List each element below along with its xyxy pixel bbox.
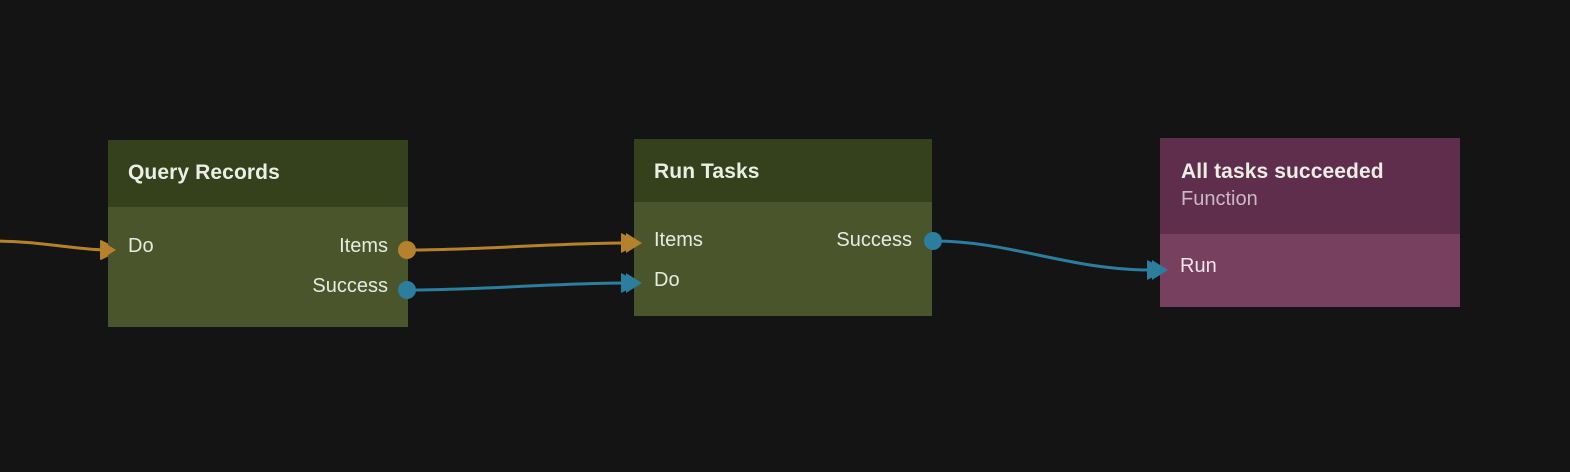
port-marker-run-tasks-items[interactable]	[626, 233, 642, 253]
exec-output-dot-icon	[398, 281, 416, 299]
wire-items-to-items[interactable]	[405, 241, 625, 252]
port-row-input-do[interactable]: Do	[128, 234, 154, 258]
wire-success-to-do[interactable]	[405, 281, 625, 292]
exec-input-arrow-icon	[100, 240, 116, 260]
node-all-tasks-succeeded[interactable]: All tasks succeeded Function Run	[1160, 138, 1460, 307]
node-title: Query Records	[128, 161, 280, 184]
port-marker-query-records-success[interactable]	[398, 281, 416, 299]
port-marker-all-tasks-succeeded-run[interactable]	[1152, 260, 1168, 280]
node-run-tasks[interactable]: Run Tasks Items Do Success	[634, 139, 932, 316]
data-output-dot-icon	[398, 241, 416, 259]
node-title: Run Tasks	[654, 160, 760, 183]
node-title: All tasks succeeded	[1181, 160, 1384, 183]
port-marker-query-records-do[interactable]	[100, 240, 116, 260]
port-row-input-items[interactable]: Items	[654, 228, 703, 252]
port-marker-run-tasks-do[interactable]	[626, 273, 642, 293]
node-header: All tasks succeeded Function	[1160, 138, 1460, 234]
exec-input-arrow-icon	[626, 273, 642, 293]
port-row-input-run[interactable]: Run	[1180, 254, 1217, 278]
port-label: Do	[128, 235, 154, 257]
node-header: Query Records	[108, 140, 408, 207]
port-label: Success	[312, 275, 388, 297]
node-body: Run	[1160, 234, 1460, 307]
exec-input-arrow-icon	[1152, 260, 1168, 280]
data-input-arrow-icon	[626, 233, 642, 253]
port-label: Items	[654, 229, 703, 251]
wire-incoming-do[interactable]	[0, 239, 105, 252]
port-label: Items	[339, 235, 388, 257]
port-row-output-success[interactable]: Success	[836, 228, 912, 252]
node-subtitle: Function	[1181, 188, 1258, 210]
port-marker-query-records-items[interactable]	[398, 241, 416, 259]
port-row-output-items[interactable]: Items	[339, 234, 388, 258]
port-row-input-do[interactable]: Do	[654, 268, 680, 292]
port-label: Do	[654, 269, 680, 291]
port-label: Run	[1180, 255, 1217, 277]
node-query-records[interactable]: Query Records Do Items Success	[108, 140, 408, 327]
port-label: Success	[836, 229, 912, 251]
node-body: Do Items Success	[108, 207, 408, 327]
node-body: Items Do Success	[634, 202, 932, 316]
node-header: Run Tasks	[634, 139, 932, 202]
exec-output-dot-icon	[924, 232, 942, 250]
wire-success-to-run[interactable]	[933, 239, 1151, 272]
port-marker-run-tasks-success[interactable]	[924, 232, 942, 250]
port-row-output-success[interactable]: Success	[312, 274, 388, 298]
